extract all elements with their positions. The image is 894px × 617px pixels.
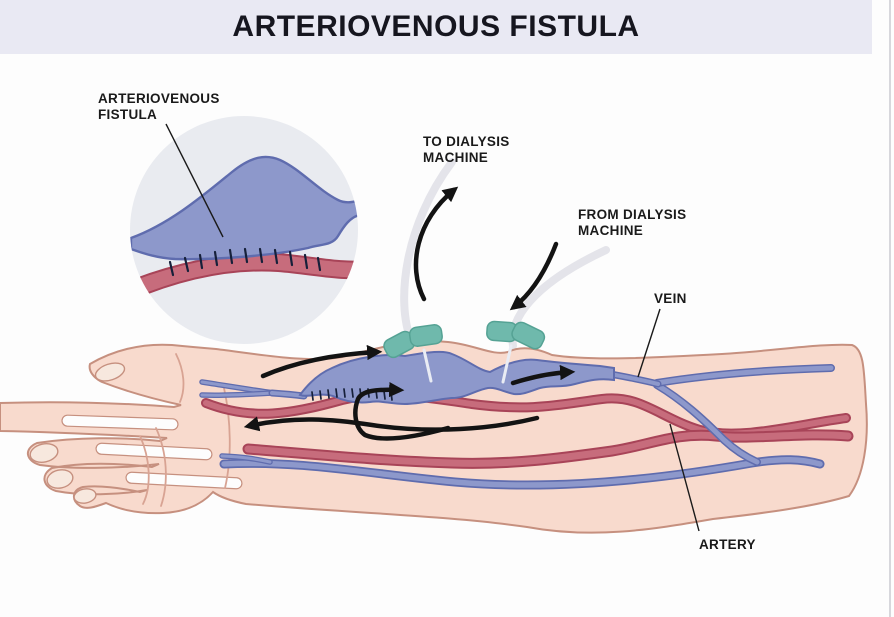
inset-suture-stitches	[168, 247, 322, 277]
artery-label: ARTERY	[669, 423, 756, 552]
palm-creases	[139, 353, 231, 507]
inset-magnifier	[130, 116, 358, 344]
to-dialysis-line2: MACHINE	[423, 150, 488, 165]
to-dialysis-label: TO DIALYSIS MACHINE	[423, 134, 510, 165]
from-dialysis-line2: MACHINE	[578, 223, 643, 238]
inset-vein-bulge	[130, 155, 358, 261]
vein-leader-line	[637, 308, 661, 378]
flow-arrow-along-vein	[510, 364, 576, 386]
flow-arrow-over-skin	[260, 344, 383, 379]
finger-gap-slot	[61, 414, 179, 431]
needle-connectors	[383, 320, 546, 359]
flow-arrow-from-dialysis	[509, 241, 559, 311]
to-dialysis-tube	[400, 158, 456, 344]
finger-nail	[73, 488, 97, 504]
to-dialysis-connector	[383, 324, 443, 359]
inset-leader-line	[165, 123, 224, 238]
inset-label: ARTERIOVENOUS FISTULA	[98, 91, 224, 238]
finger-nail	[29, 443, 59, 463]
vein-vessels	[199, 364, 835, 490]
window-edge-line	[889, 0, 891, 617]
flow-arrow-to-dialysis	[413, 186, 459, 302]
needle-in-vein	[501, 344, 513, 384]
flow-arrow-artery-to-hand	[243, 415, 540, 432]
needle-in-vein	[422, 348, 433, 383]
diagram-canvas: ARTERIOVENOUS FISTULA TO DIALYSIS MACHIN…	[0, 91, 868, 552]
finger-gap-slot	[125, 471, 243, 490]
vein-label: VEIN	[637, 291, 687, 378]
artery-label-text: ARTERY	[699, 537, 756, 552]
from-dialysis-label: FROM DIALYSIS MACHINE	[578, 207, 686, 238]
arm-illustration	[0, 340, 868, 534]
flow-arrows	[243, 186, 576, 441]
page-title: ARTERIOVENOUS FISTULA	[232, 10, 640, 43]
finger-nail	[46, 469, 74, 489]
thumb-nail	[94, 362, 126, 382]
inset-label-line1: ARTERIOVENOUS	[98, 91, 220, 106]
from-dialysis-connector	[486, 320, 546, 350]
from-dialysis-line1: FROM DIALYSIS	[578, 207, 686, 222]
dialysis-tubes	[400, 158, 610, 350]
finger-gap-slot	[95, 442, 213, 461]
annotations: ARTERIOVENOUS FISTULA TO DIALYSIS MACHIN…	[98, 91, 756, 552]
artery-leader-line	[669, 423, 700, 532]
vein-label-text: VEIN	[654, 291, 687, 306]
to-dialysis-line1: TO DIALYSIS	[423, 134, 510, 149]
inset-label-line2: FISTULA	[98, 107, 157, 122]
title-band: ARTERIOVENOUS FISTULA	[0, 0, 872, 54]
artery-vessels	[201, 390, 854, 469]
